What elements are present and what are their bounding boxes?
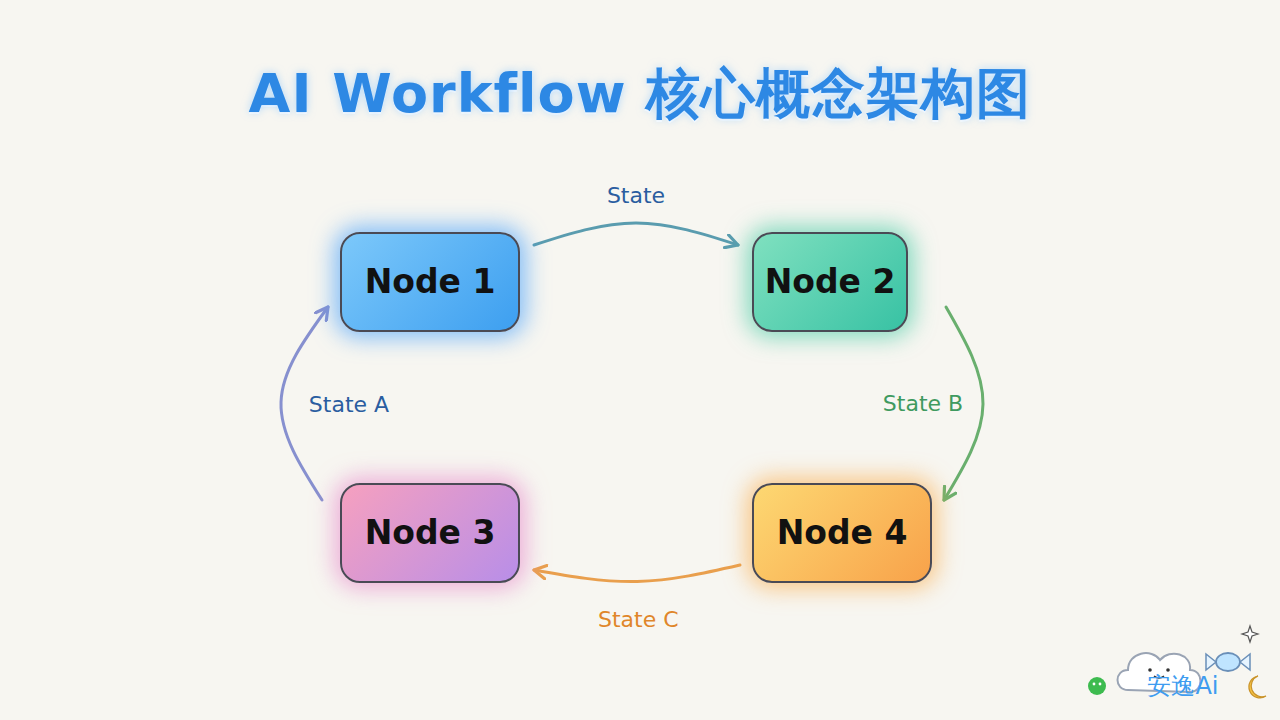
moon-icon <box>1249 676 1266 698</box>
node-label: Node 2 <box>765 264 896 300</box>
sparkle-star <box>1242 626 1258 642</box>
process-box: Node 1 <box>340 232 520 332</box>
wechat-icon-eye <box>1099 683 1102 686</box>
state-label: State B <box>883 391 963 416</box>
wechat-icon-eye <box>1093 683 1096 686</box>
cloud-eye <box>1166 668 1170 672</box>
state-label: State C <box>598 607 679 632</box>
diagram-title: AI Workflow 核心概念架构图 <box>0 58 1280 131</box>
process-box: Node 4 <box>752 483 932 583</box>
process-box: Node 3 <box>340 483 520 583</box>
state-label: State A <box>309 392 389 417</box>
watermark: 安逸Ai <box>1147 670 1218 702</box>
state-label: State <box>607 183 665 208</box>
candy-wrapper <box>1206 654 1250 670</box>
process-box: Node 2 <box>752 232 908 332</box>
flow-arrow <box>534 223 738 245</box>
candy <box>1216 653 1240 671</box>
wechat-icon <box>1088 677 1106 695</box>
cloud-eye <box>1148 668 1152 672</box>
node-label: Node 1 <box>365 264 496 300</box>
node-label: Node 3 <box>365 515 496 551</box>
node-label: Node 4 <box>777 515 908 551</box>
flow-arrow <box>534 565 740 582</box>
